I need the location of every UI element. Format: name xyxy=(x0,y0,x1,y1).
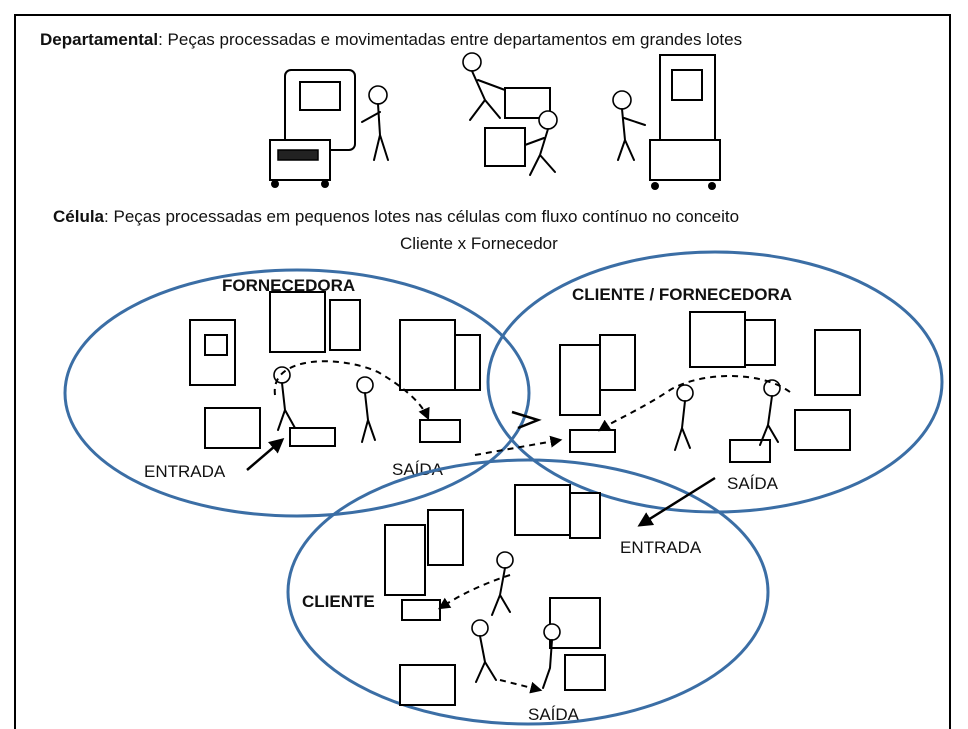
group-title-fornecedora: FORNECEDORA xyxy=(222,276,356,295)
transfer-tray xyxy=(511,410,542,430)
cell-text: : Peças processadas em pequenos lotes na… xyxy=(104,207,740,226)
label-saida-3: SAÍDA xyxy=(528,705,580,724)
departmental-caption: Departamental: Peças processadas e movim… xyxy=(40,30,742,50)
cliente-fornecedora-cell-illustration xyxy=(559,311,861,527)
cell-caption: Célula: Peças processadas em pequenos lo… xyxy=(53,207,739,227)
label-entrada-2: ENTRADA xyxy=(620,538,702,557)
cliente-cell-illustration xyxy=(384,484,606,706)
fornecedora-cell-illustration xyxy=(189,291,481,471)
cell-label: Célula xyxy=(53,207,105,226)
departmental-text: : Peças processadas e movimentadas entre… xyxy=(158,30,743,49)
cell-ellipse-cliente xyxy=(286,458,770,726)
figure-frame xyxy=(14,14,951,729)
cell-caption-line2: Cliente x Fornecedor xyxy=(400,234,558,253)
group-title-cliente-fornecedora: CLIENTE / FORNECEDORA xyxy=(572,285,793,304)
label-entrada-1: ENTRADA xyxy=(144,462,226,481)
cell-ellipse-fornecedora xyxy=(63,268,531,518)
departmental-illustration xyxy=(269,52,721,190)
group-title-cliente: CLIENTE xyxy=(302,592,375,611)
label-saida-2: SAÍDA xyxy=(727,474,779,493)
label-saida-1: SAÍDA xyxy=(392,460,444,479)
departmental-label: Departamental xyxy=(40,30,159,49)
transfer-arrow-top xyxy=(474,435,563,456)
cell-ellipse-cliente-fornecedora xyxy=(486,250,944,514)
